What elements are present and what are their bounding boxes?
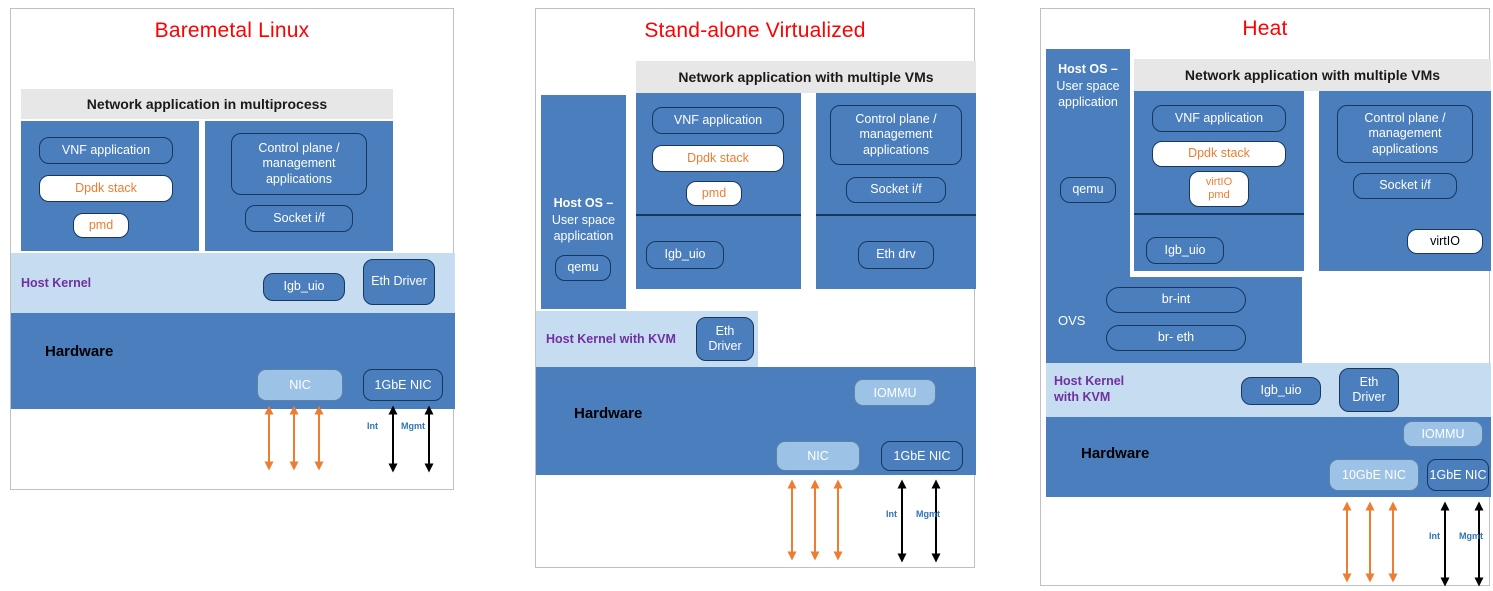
control-plane-box: Control plane / management applications bbox=[231, 133, 367, 195]
control-vm-box: Control plane / management applications … bbox=[816, 93, 976, 289]
host-kernel-kvm-label: Host Kernel with KVM bbox=[1054, 374, 1125, 405]
network-app-bar: Network application in multiprocess bbox=[21, 89, 393, 119]
gbe-nic-box: 1GbE NIC bbox=[1427, 459, 1489, 491]
panel-standalone-virtualized: Stand-alone Virtualized Network applicat… bbox=[535, 8, 976, 568]
vnf-application-box: VNF application bbox=[39, 137, 173, 164]
mgmt-label: Mgmt bbox=[1459, 531, 1483, 541]
nic-box: NIC bbox=[776, 441, 860, 471]
eth-driver-box: Eth Driver bbox=[363, 259, 435, 305]
iommu-box: IOMMU bbox=[1403, 421, 1483, 447]
dpdk-stack-box: Dpdk stack bbox=[1152, 141, 1286, 167]
int-label: Int bbox=[886, 509, 897, 519]
host-kernel-band: Host Kernel with KVM Igb_uio Eth Driver bbox=[1046, 363, 1491, 417]
socket-if-box: Socket i/f bbox=[846, 177, 946, 203]
control-plane-box: Control plane / management applications bbox=[1337, 105, 1473, 163]
hardware-label: Hardware bbox=[45, 343, 114, 360]
virtio-box: virtIO bbox=[1407, 229, 1483, 254]
qemu-box: qemu bbox=[1060, 177, 1116, 203]
host-kernel-band: Host Kernel with KVM Eth Driver bbox=[536, 311, 758, 367]
hardware-band: Hardware NIC 1GbE NIC bbox=[11, 313, 455, 409]
host-os-label: Host OS – User space application bbox=[541, 195, 626, 245]
vnf-container: VNF application Dpdk stack pmd bbox=[21, 121, 199, 251]
ovs-band: OVS br-int br- eth bbox=[1046, 277, 1302, 363]
control-plane-container: Control plane / management applications … bbox=[205, 121, 393, 251]
hardware-band: IOMMU Hardware 10GbE NIC 1GbE NIC bbox=[1046, 417, 1491, 497]
control-plane-box: Control plane / management applications bbox=[830, 105, 962, 165]
virtio-pmd-box: virtIO pmd bbox=[1189, 171, 1249, 207]
ovs-label: OVS bbox=[1058, 313, 1086, 328]
vnf-application-box: VNF application bbox=[1152, 105, 1286, 132]
pmd-box: pmd bbox=[73, 213, 129, 238]
hardware-band: IOMMU Hardware NIC 1GbE NIC bbox=[536, 367, 976, 475]
host-kernel-kvm-label: Host Kernel with KVM bbox=[546, 332, 676, 346]
gbe-nic-box: 1GbE NIC bbox=[881, 441, 963, 471]
host-os-line1: Host OS – bbox=[553, 196, 614, 210]
br-int-box: br-int bbox=[1106, 287, 1246, 313]
network-app-bar: Network application with multiple VMs bbox=[636, 61, 976, 93]
panel-heat: Heat Host OS – User space application qe… bbox=[1040, 8, 1491, 587]
vnf-application-box: VNF application bbox=[652, 107, 784, 134]
eth-drv-box: Eth drv bbox=[858, 241, 934, 269]
host-kernel-band: Host Kernel Igb_uio Eth Driver bbox=[11, 253, 455, 313]
eth-driver-box: Eth Driver bbox=[1339, 368, 1399, 412]
int-mgmt-arrows-icon bbox=[897, 479, 941, 563]
network-app-bar: Network application with multiple VMs bbox=[1134, 59, 1491, 91]
int-label: Int bbox=[1429, 531, 1440, 541]
host-os-line2: User space application bbox=[1056, 78, 1120, 110]
socket-if-box: Socket i/f bbox=[1353, 173, 1457, 199]
host-os-line2: User space application bbox=[551, 212, 616, 244]
br-eth-box: br- eth bbox=[1106, 325, 1246, 351]
data-traffic-arrows-icon bbox=[1342, 501, 1398, 583]
host-os-line1: Host OS – bbox=[1058, 62, 1118, 76]
igb-uio-host-box: Igb_uio bbox=[1241, 377, 1321, 405]
panel-title: Heat bbox=[1242, 17, 1288, 40]
dpdk-stack-box: Dpdk stack bbox=[652, 145, 784, 172]
nic-box: NIC bbox=[257, 369, 343, 401]
mgmt-label: Mgmt bbox=[916, 509, 940, 519]
qemu-box: qemu bbox=[555, 255, 611, 281]
socket-if-box: Socket i/f bbox=[245, 205, 353, 232]
host-kernel-label: Host Kernel bbox=[21, 276, 92, 290]
hardware-label: Hardware bbox=[1081, 445, 1150, 462]
vnf-vm-box: VNF application Dpdk stack virtIO pmd Ig… bbox=[1134, 91, 1304, 271]
dpdk-stack-box: Dpdk stack bbox=[39, 175, 173, 202]
iommu-box: IOMMU bbox=[854, 379, 936, 406]
data-traffic-arrows-icon bbox=[787, 479, 843, 561]
guest-kernel-divider bbox=[636, 214, 801, 216]
host-os-column: Host OS – User space application qemu bbox=[1046, 49, 1130, 277]
guest-kernel-divider bbox=[1134, 213, 1304, 215]
guest-kernel-divider bbox=[816, 214, 976, 216]
pmd-box: pmd bbox=[686, 181, 742, 206]
host-os-column: Host OS – User space application qemu bbox=[541, 95, 626, 309]
igb-uio-box: Igb_uio bbox=[263, 273, 345, 301]
gbe-nic-box: 1GbE NIC bbox=[363, 369, 443, 401]
ten-gbe-nic-box: 10GbE NIC bbox=[1329, 459, 1419, 491]
int-mgmt-arrows-icon bbox=[388, 405, 434, 473]
panel-title: Baremetal Linux bbox=[154, 19, 310, 42]
vnf-vm-box: VNF application Dpdk stack pmd Igb_uio bbox=[636, 93, 801, 289]
hardware-label: Hardware bbox=[574, 405, 643, 422]
int-mgmt-arrows-icon bbox=[1440, 501, 1484, 587]
igb-uio-box: Igb_uio bbox=[1146, 237, 1224, 264]
data-traffic-arrows-icon bbox=[264, 405, 324, 471]
panel-title: Stand-alone Virtualized bbox=[644, 19, 866, 42]
eth-driver-box: Eth Driver bbox=[696, 317, 754, 361]
host-os-label: Host OS – User space application bbox=[1046, 61, 1130, 111]
int-label: Int bbox=[367, 421, 378, 431]
panel-baremetal: Baremetal Linux Network application in m… bbox=[10, 8, 455, 490]
igb-uio-box: Igb_uio bbox=[646, 241, 724, 269]
control-vm-box: Control plane / management applications … bbox=[1319, 91, 1491, 271]
mgmt-label: Mgmt bbox=[401, 421, 425, 431]
